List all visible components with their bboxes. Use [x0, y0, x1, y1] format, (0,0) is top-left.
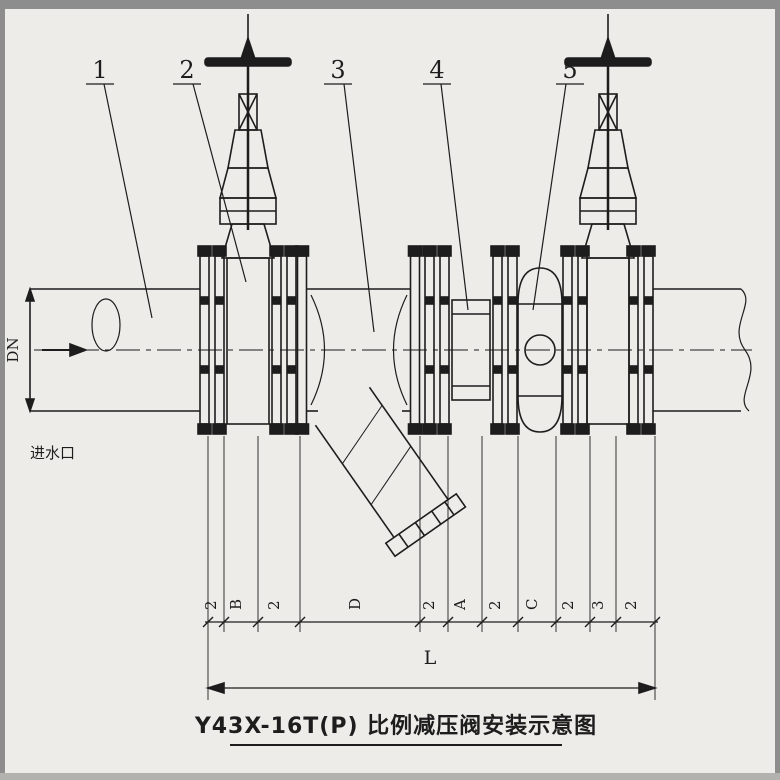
pressure-reducing-valve: [517, 267, 563, 433]
dimension-ticks: [202, 616, 661, 628]
flow-direction-arrow-icon: [69, 342, 89, 358]
pipe-break-symbol: [738, 288, 752, 412]
segment-label-4: 2: [420, 600, 438, 610]
reducer-pilot-dome: [524, 334, 556, 366]
branch-screen-line-1: [341, 405, 383, 464]
segment-label-10: 2: [622, 600, 640, 610]
dn-arrow-down: [24, 398, 36, 414]
callout-4-label: 4: [429, 56, 444, 84]
outlet-pipe: [653, 288, 752, 412]
border-left: [0, 0, 5, 780]
segment-label-1: B: [227, 599, 245, 610]
segment-label-6: 2: [486, 600, 504, 610]
strainer-branch: [314, 386, 467, 558]
border-top: [0, 0, 780, 9]
branch-cap: [384, 492, 467, 558]
drawing-title: Y43X-16T(P) 比例减压阀安装示意图: [194, 713, 597, 739]
strainer-waist-left: [310, 294, 325, 406]
dim-arrow-left: [205, 681, 225, 695]
dimension-extension-lines: [207, 436, 656, 700]
segment-label-0: 2: [202, 600, 220, 610]
callout-1-leader: [103, 83, 153, 319]
ink-layer: [24, 12, 752, 746]
callout-leaders: [86, 83, 584, 333]
branch-cap-bolt-3: [431, 510, 442, 525]
branch-edge-left: [314, 424, 395, 538]
spool-body: [451, 299, 491, 401]
dn-label: DN: [4, 337, 22, 362]
overall-dimension: [205, 681, 658, 695]
y-strainer: [307, 288, 467, 558]
branch-edge-right: [368, 386, 449, 501]
inlet-label: 进水口: [30, 444, 75, 462]
border-bottom: [0, 773, 780, 780]
segment-dimension-line: [202, 616, 661, 628]
branch-screen-line-2: [370, 446, 412, 505]
callout-1-label: 1: [92, 56, 107, 84]
dn-arrow-up: [24, 286, 36, 302]
callout-4-leader: [440, 83, 469, 311]
callout-5-label: 5: [562, 56, 577, 84]
strainer-waist-right: [393, 294, 408, 406]
dim-arrow-right: [638, 681, 658, 695]
branch-cap-bolt-4: [444, 501, 455, 516]
segment-label-7: C: [523, 599, 541, 610]
callout-3-label: 3: [330, 56, 345, 84]
callout-2-label: 2: [179, 56, 194, 84]
segment-label-9: 3: [589, 600, 607, 610]
callout-5-leader: [532, 83, 567, 311]
overall-length-label: L: [424, 647, 437, 669]
segment-label-2: 2: [265, 600, 283, 610]
segment-label-5: A: [451, 599, 469, 611]
segment-label-8: 2: [559, 600, 577, 610]
branch-cap-bolt-1: [398, 533, 409, 548]
text-layer: 1 2 3 4 5 DN 进水口 2 B 2 D 2 A 2 C 2 3 2 L…: [4, 56, 640, 739]
spool-piece: [451, 299, 491, 401]
callout-3-leader: [343, 83, 375, 333]
inlet-pipe: [24, 286, 200, 414]
callout-2-leader: [192, 83, 247, 283]
segment-label-3: D: [346, 598, 364, 610]
pipe-joint-ellipse: [91, 298, 121, 352]
border-right: [775, 0, 780, 780]
